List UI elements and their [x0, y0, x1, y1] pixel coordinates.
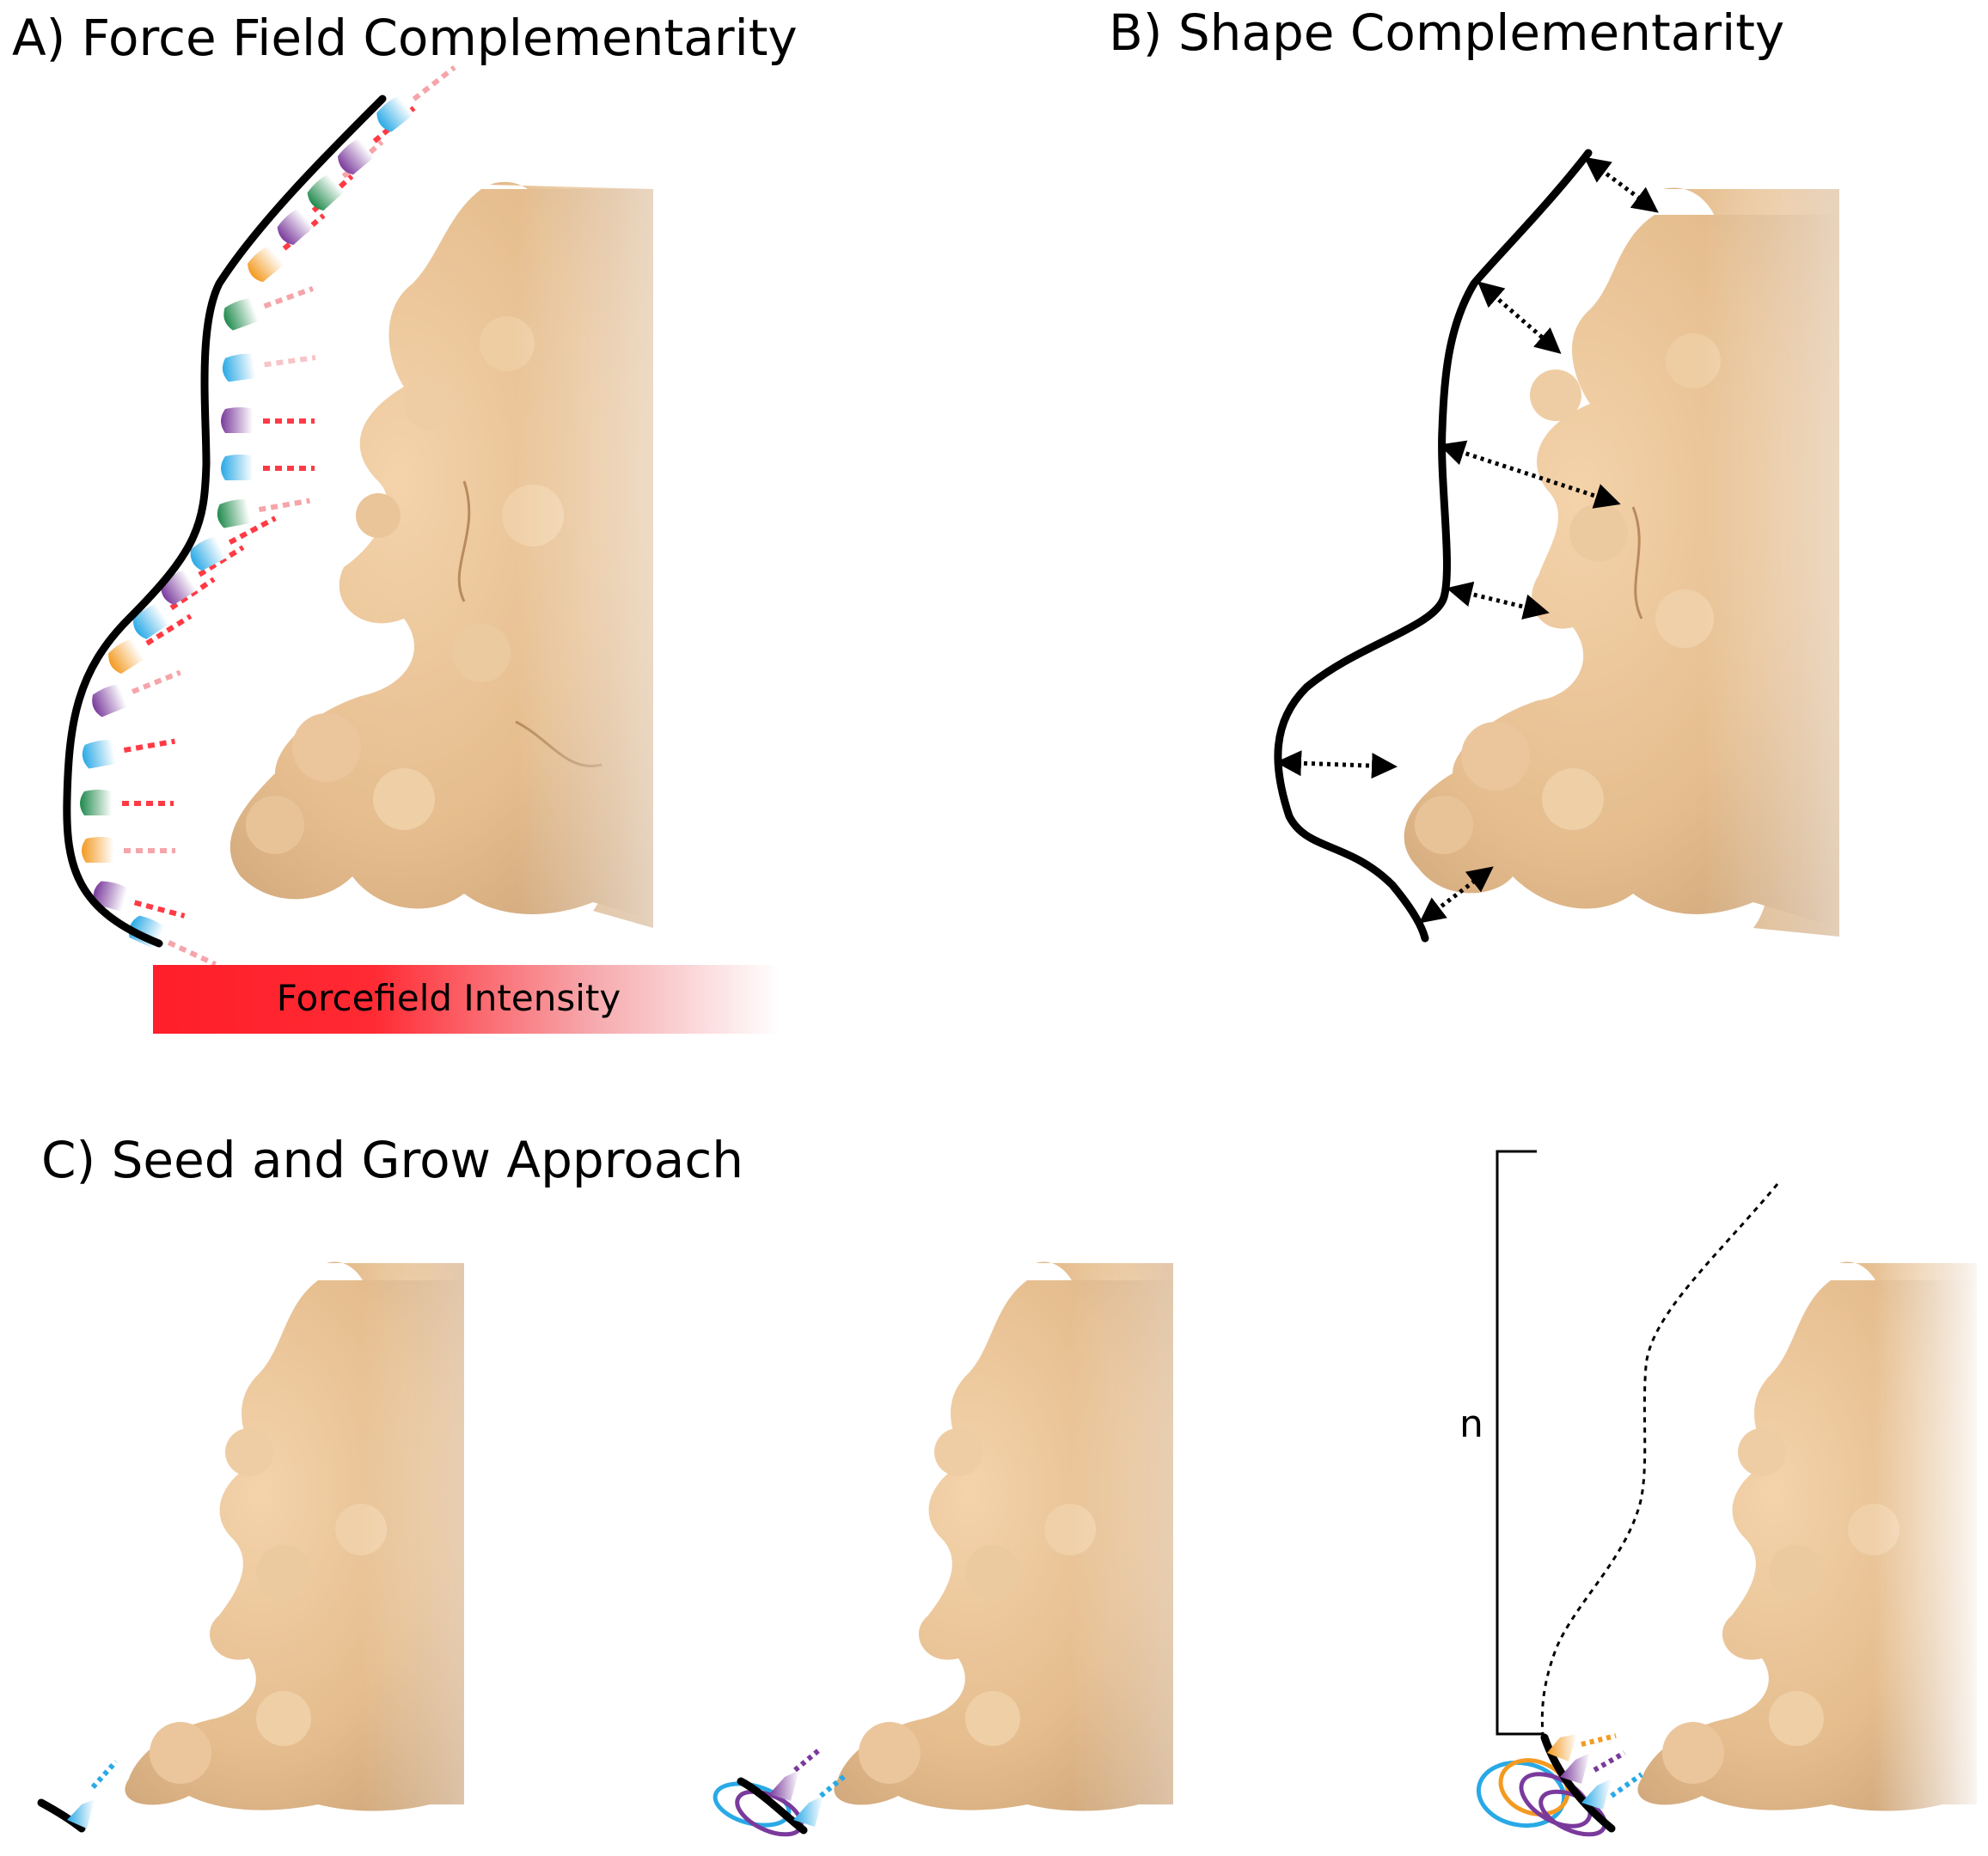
distance-arrow	[1275, 750, 1398, 779]
panel-b-backbone-curve	[1274, 149, 1593, 943]
panel-b-protein-surface	[1404, 120, 1977, 980]
panel-c3-growth	[1476, 1733, 1643, 1837]
forcefield-dash	[131, 669, 181, 694]
residue-cap	[223, 298, 260, 331]
residue-cap	[80, 790, 112, 815]
residue-cap	[217, 499, 252, 528]
residue-cap	[307, 174, 345, 211]
panel-c3-n-bracket: n	[1459, 1150, 1543, 1736]
panel-c-title: C) Seed and Grow Approach	[41, 1131, 743, 1189]
forcefield-dash	[123, 738, 176, 754]
residue-cap	[222, 353, 256, 382]
distance-arrow	[1418, 866, 1494, 924]
forcefield-dash	[412, 65, 456, 101]
distance-arrow	[1477, 281, 1562, 354]
residue-cap	[277, 208, 315, 246]
residue-cap	[82, 740, 117, 769]
panel-c2-protein-surface	[834, 1237, 1345, 1839]
forcefield-dash	[228, 516, 277, 545]
panel-c3-protein-surface	[1637, 1237, 1988, 1839]
panel-a-title: A) Force Field Complementarity	[12, 9, 798, 67]
residue-cap	[108, 638, 145, 674]
panel-c2-growth	[713, 1746, 848, 1837]
panel-a-protein-surface	[229, 112, 774, 971]
panel-b-distance-arrows	[1275, 156, 1659, 924]
forcefield-dash	[258, 498, 311, 513]
residue-cap	[221, 455, 253, 480]
forcefield-dash	[169, 577, 216, 611]
n-bracket-label: n	[1459, 1402, 1483, 1446]
panel-c3-path-trace	[1540, 1183, 1779, 1735]
forcefield-dash	[263, 285, 314, 309]
residue-cap	[221, 407, 253, 433]
forcefield-dash	[264, 355, 316, 368]
residue-cap	[190, 536, 227, 571]
residue-cap	[92, 684, 128, 717]
panel-b-title: B) Shape Complementarity	[1109, 3, 1784, 62]
forcefield-intensity-bar	[153, 965, 780, 1034]
forcefield-intensity-label: Forcefield Intensity	[277, 977, 621, 1019]
residue-cap	[93, 881, 128, 912]
residue-cap	[247, 246, 284, 283]
distance-arrow	[1446, 581, 1550, 620]
distance-arrow	[1583, 156, 1659, 213]
residue-cap	[82, 837, 113, 863]
forcefield-dash	[167, 940, 217, 967]
forcefield-dash	[133, 900, 186, 919]
panel-c1-seed	[37, 1759, 119, 1833]
residue-cap	[132, 603, 170, 639]
panel-a-backbone-curve	[63, 95, 387, 948]
panel-a-residues	[80, 95, 413, 949]
residue-cap	[376, 95, 413, 132]
panel-c1-protein-surface	[125, 1237, 636, 1839]
residue-cap	[337, 138, 375, 175]
